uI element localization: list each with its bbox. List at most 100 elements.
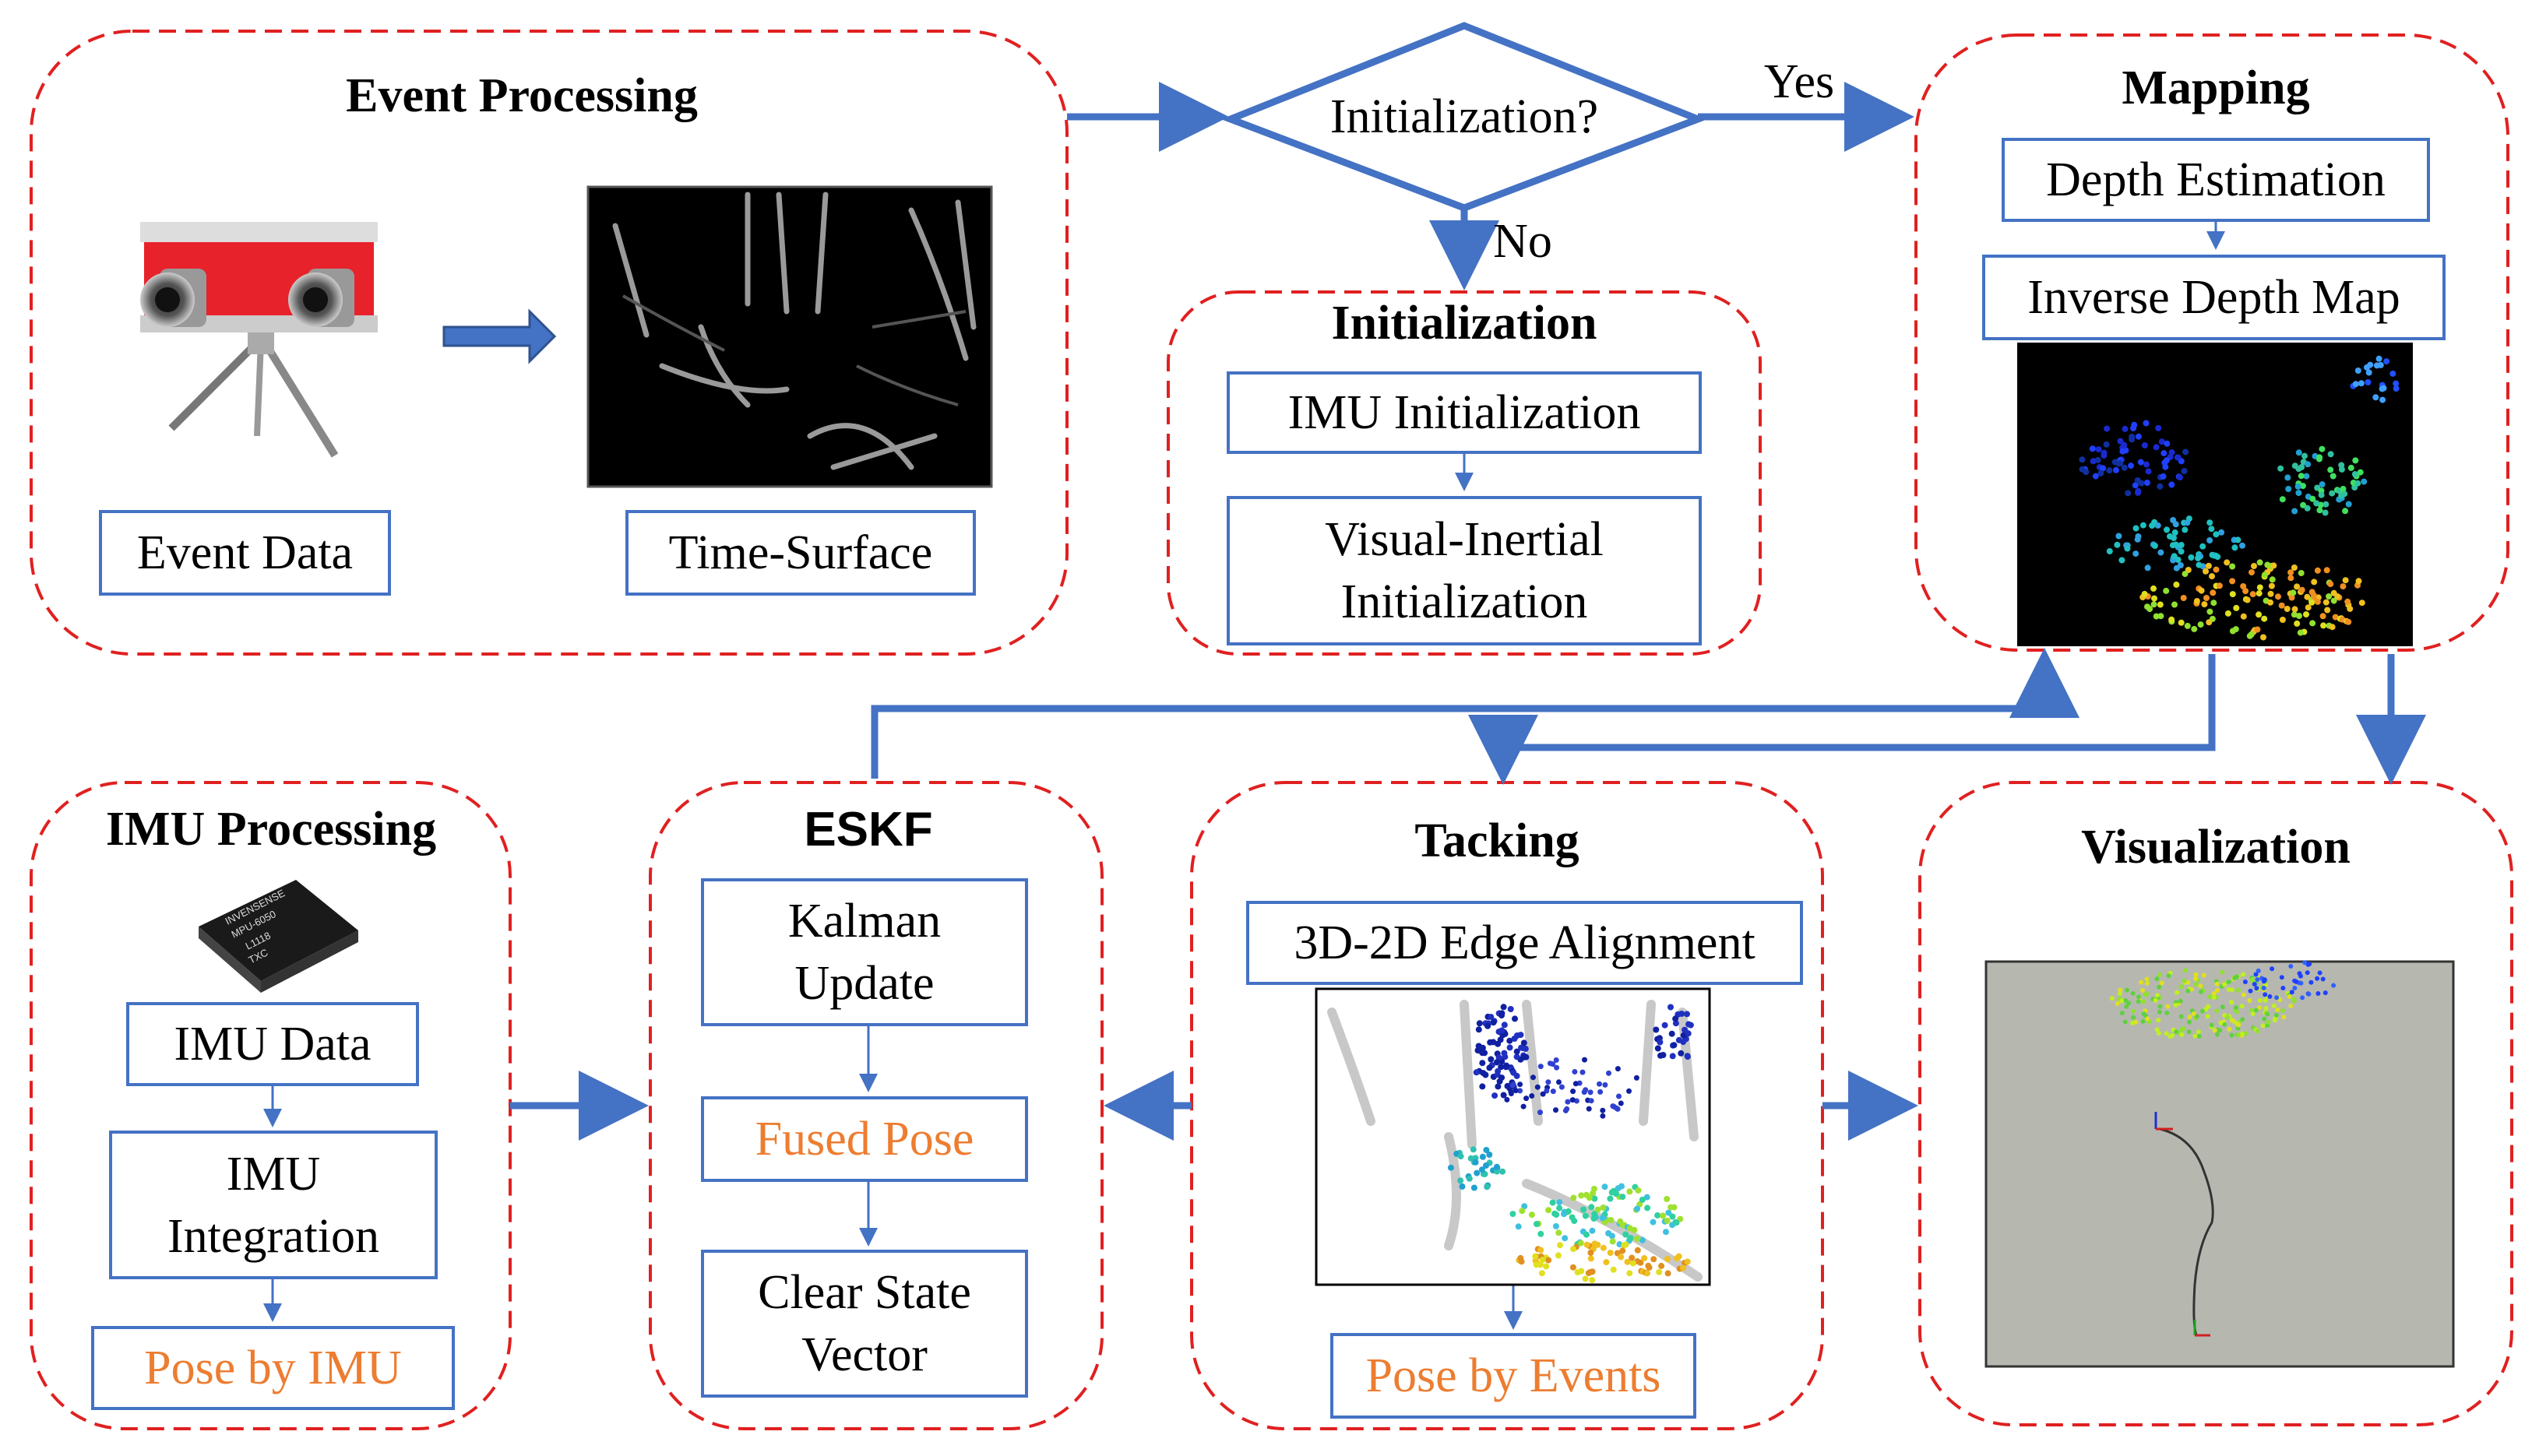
point	[1513, 1053, 1520, 1060]
point	[1475, 1043, 1482, 1050]
point	[2355, 578, 2362, 585]
point	[1603, 1259, 1610, 1266]
point	[2340, 486, 2347, 492]
point	[2124, 545, 2131, 552]
point	[1586, 1106, 1592, 1112]
point	[1466, 1175, 1473, 1182]
point	[2144, 564, 2151, 571]
point	[1684, 1053, 1691, 1060]
point	[2160, 473, 2167, 480]
point	[2322, 501, 2330, 508]
point	[2158, 438, 2165, 445]
point	[1488, 1056, 1495, 1063]
point	[2166, 973, 2171, 979]
point	[2191, 1011, 2196, 1016]
arrow-mapping-to-tracking	[1468, 654, 2216, 785]
point	[1600, 1107, 1606, 1113]
point	[2231, 1018, 2237, 1024]
point	[2241, 972, 2245, 977]
vi-init-line1: Visual-Inertial	[1325, 513, 1604, 566]
point	[1513, 1048, 1520, 1055]
point	[2218, 1020, 2224, 1025]
point	[1582, 1057, 1587, 1063]
point	[2266, 1020, 2271, 1025]
point	[2213, 531, 2220, 538]
visualization-title: Visualization	[2081, 821, 2351, 874]
point	[2315, 976, 2320, 981]
point	[2316, 507, 2323, 514]
point	[1602, 1081, 1608, 1088]
point	[1520, 1039, 1527, 1046]
point	[1500, 1092, 1507, 1099]
point	[2294, 483, 2301, 490]
point	[1671, 1042, 1678, 1049]
point	[2205, 562, 2212, 569]
point	[1495, 1054, 1502, 1061]
point	[2383, 358, 2390, 365]
point	[2251, 563, 2257, 569]
point	[2311, 579, 2318, 586]
point	[1608, 1217, 1615, 1223]
point	[2277, 465, 2284, 472]
point	[1555, 1229, 1562, 1236]
point	[2265, 1011, 2270, 1017]
point	[2303, 611, 2309, 618]
point	[2236, 987, 2241, 993]
point	[2121, 441, 2128, 448]
point	[2212, 1028, 2217, 1033]
point	[1457, 1177, 1464, 1184]
point	[1519, 1208, 1526, 1215]
point	[2379, 396, 2386, 403]
point	[1634, 1247, 1641, 1254]
point	[2347, 605, 2354, 612]
point	[2254, 986, 2259, 991]
event-processing-group	[30, 30, 1069, 656]
point	[1653, 1026, 1660, 1033]
clear-state-vector-box: Clear State Vector	[701, 1250, 1028, 1398]
point	[2320, 976, 2326, 982]
point	[2317, 970, 2322, 976]
point	[2191, 625, 2198, 632]
point	[2260, 634, 2266, 641]
point	[2083, 469, 2090, 476]
point	[1580, 1206, 1586, 1213]
point	[2256, 611, 2263, 618]
point	[2227, 1026, 2232, 1032]
mapping-title: Mapping	[2122, 62, 2310, 114]
point	[2327, 451, 2334, 458]
point	[1499, 1168, 1506, 1175]
point	[2141, 442, 2148, 448]
point	[2139, 522, 2146, 529]
point	[2236, 1022, 2241, 1028]
point	[1515, 1223, 1522, 1230]
point	[2340, 583, 2347, 590]
point	[2229, 591, 2236, 598]
point	[2327, 466, 2334, 473]
point	[1591, 1211, 1598, 1218]
clear-line1: Clear State	[758, 1266, 971, 1319]
point	[2300, 995, 2305, 1001]
point	[2153, 997, 2158, 1003]
point	[2298, 980, 2304, 986]
point	[1523, 1053, 1530, 1060]
point	[2296, 613, 2302, 619]
point	[1618, 1254, 1625, 1261]
point	[1615, 1106, 1621, 1112]
point	[2209, 573, 2215, 580]
point	[1680, 1264, 1687, 1271]
point	[1499, 1032, 1506, 1039]
point	[1517, 1032, 1524, 1039]
point	[2143, 420, 2150, 427]
point	[1483, 1162, 1489, 1169]
point	[2178, 542, 2185, 548]
point	[1582, 1212, 1589, 1219]
point	[1529, 1093, 1535, 1099]
point	[1589, 1268, 1596, 1275]
point	[1643, 1194, 1650, 1201]
point	[2125, 987, 2129, 993]
point	[2322, 599, 2330, 606]
point	[2261, 986, 2266, 990]
point	[2375, 355, 2382, 362]
point	[2164, 526, 2170, 533]
point	[2294, 979, 2299, 984]
